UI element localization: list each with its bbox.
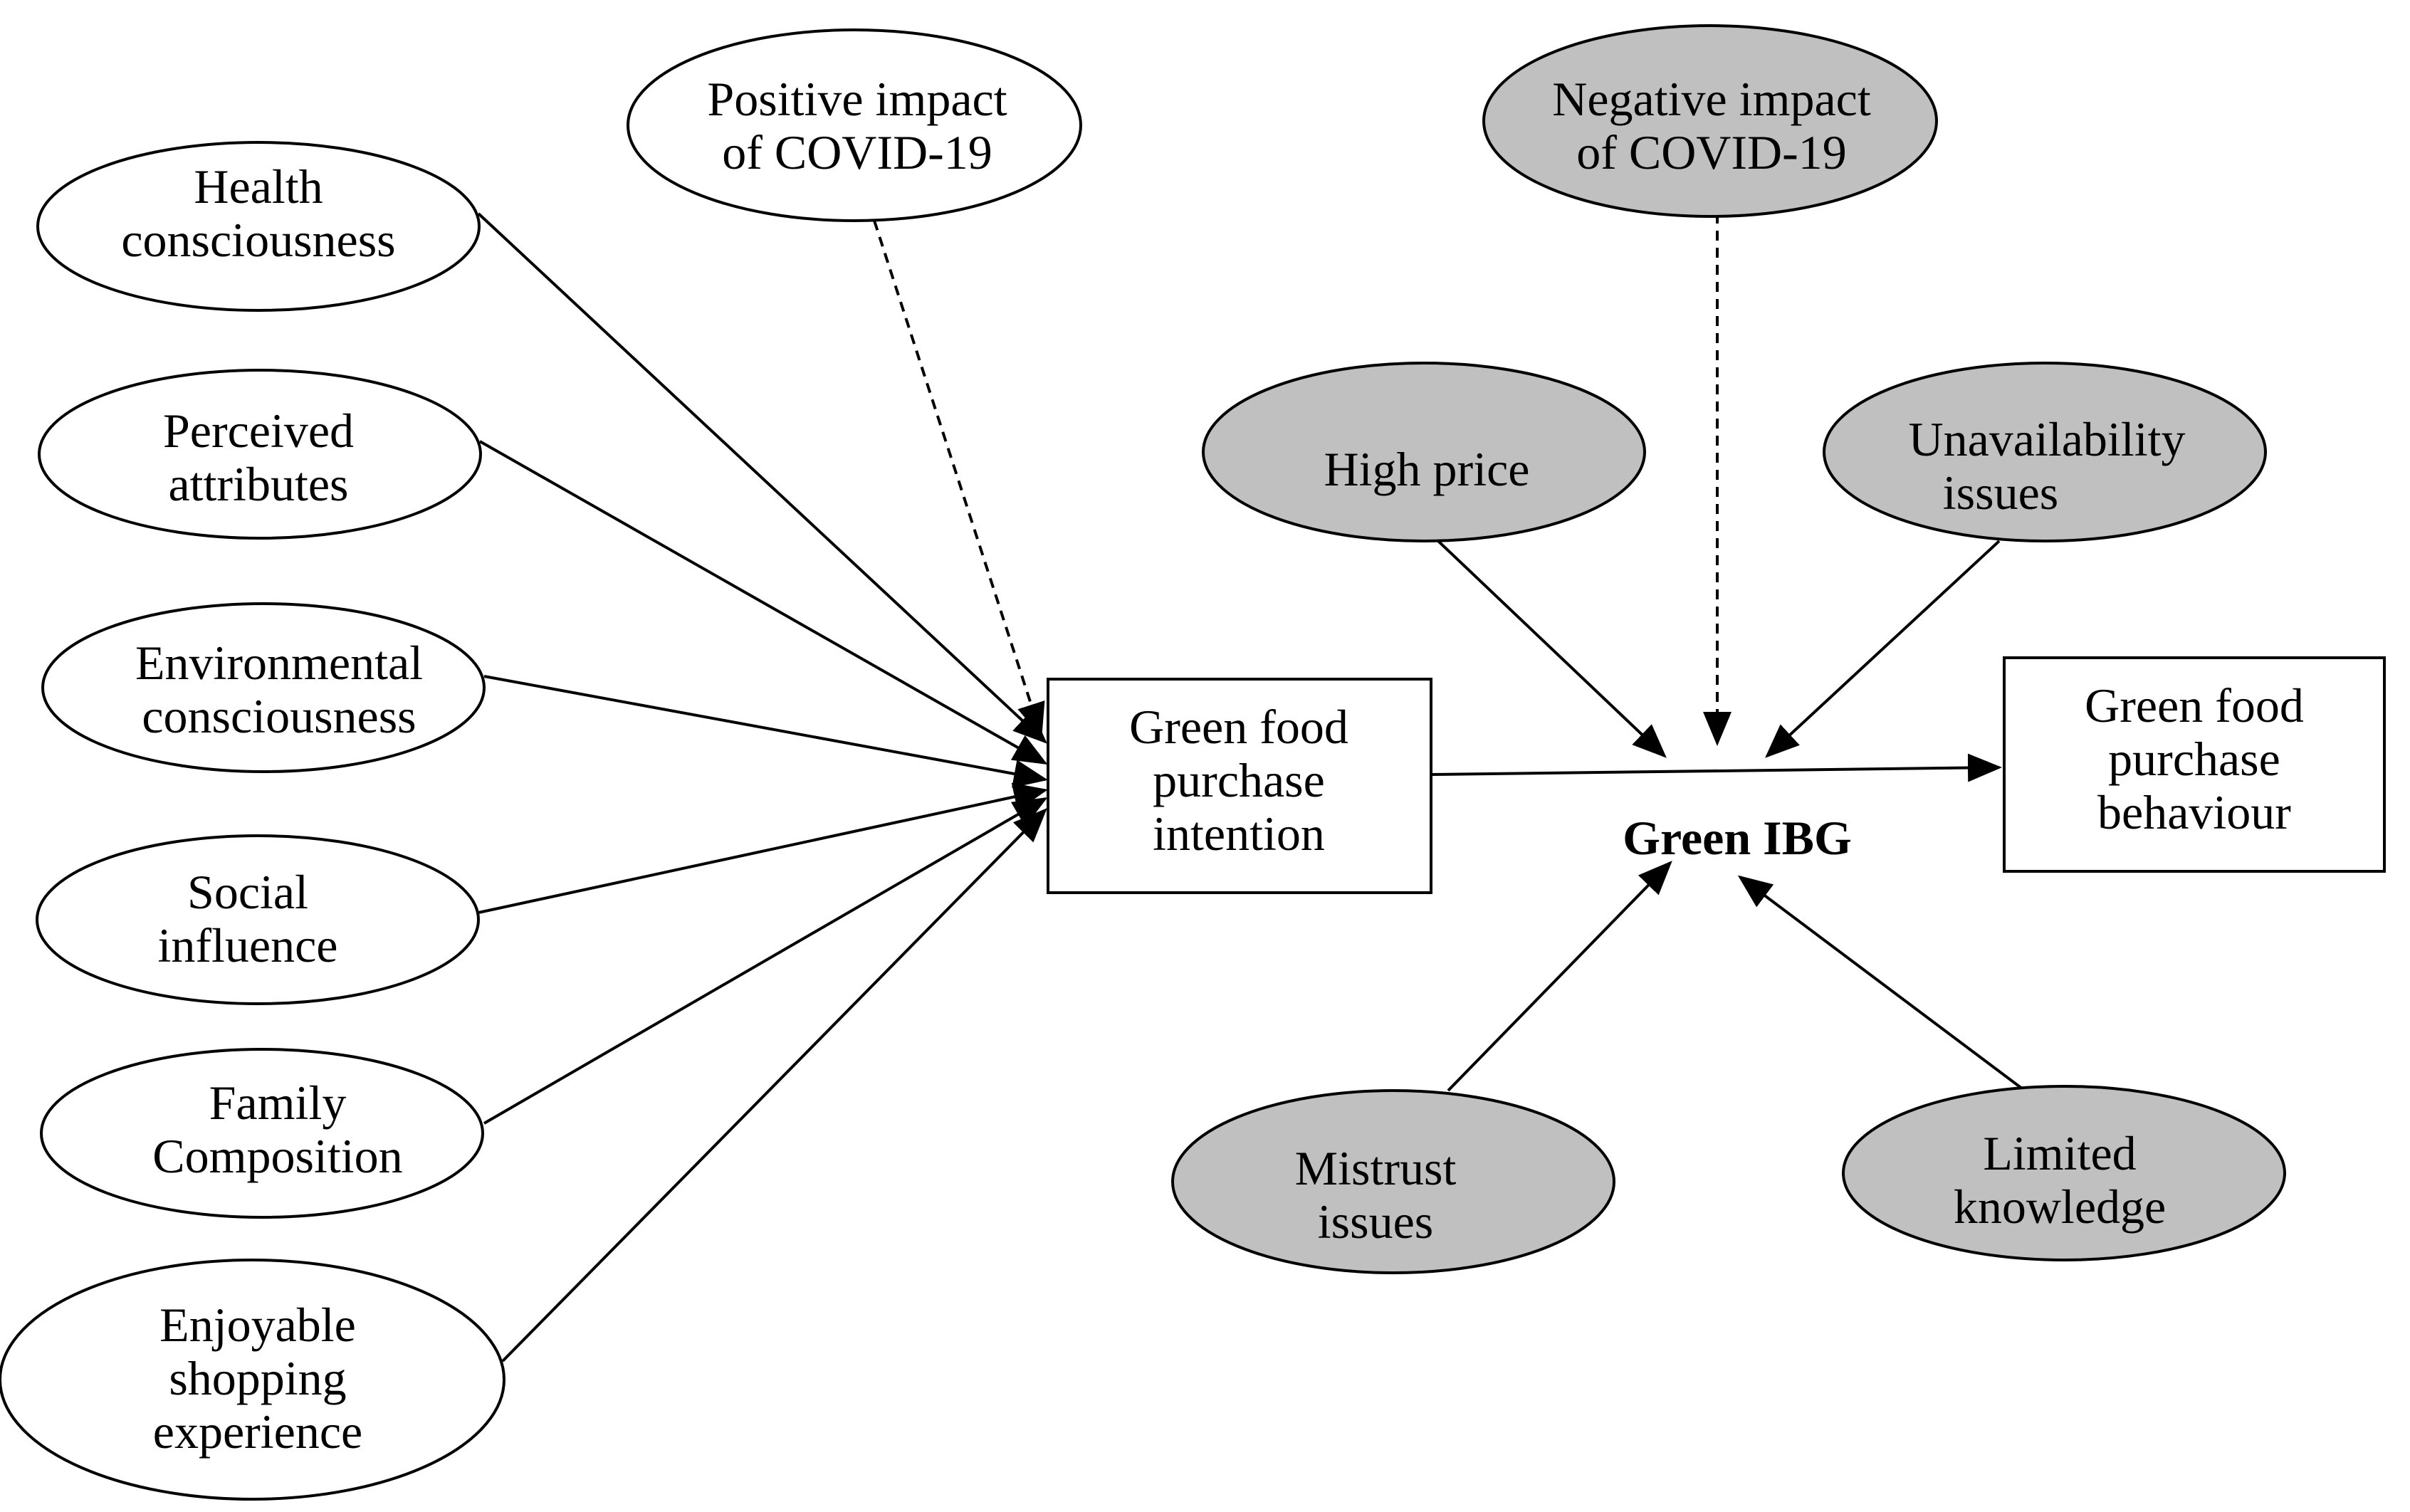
edge-intention-to-behaviour	[1430, 753, 2002, 782]
barrier-mistrust-label-2: issues	[1318, 1195, 1433, 1249]
driver-enjoyable-label-1: Enjoyable	[159, 1298, 356, 1352]
positive-covid-label-1: Positive impact	[707, 72, 1007, 126]
barrier-mistrust-node: Mistrust issues	[1171, 1089, 1615, 1274]
edge-positive-covid-to-intention	[873, 220, 1045, 737]
driver-family-label-1: Family	[209, 1076, 347, 1130]
barrier-limited-knowledge-label-2: knowledge	[1954, 1180, 2166, 1234]
edges	[477, 212, 2026, 1363]
driver-health-node: Health consciousness	[36, 141, 481, 312]
driver-perceived-node: Perceived attributes	[38, 369, 482, 540]
behaviour-label-2: purchase	[2108, 732, 2280, 786]
barrier-high-price-label: High price	[1324, 442, 1530, 496]
green-ibg-label: Green IBG	[1623, 811, 1852, 865]
edge-health-to-intention	[477, 212, 1047, 744]
negative-covid-node: Negative impact of COVID-19	[1482, 24, 1938, 218]
edge-limited-knowledge-to-gap	[1737, 875, 2026, 1092]
driver-enjoyable-node: Enjoyable shopping experience	[0, 1259, 505, 1501]
driver-social-node: Social influence	[36, 834, 480, 1005]
barrier-unavailability-node: Unavailability issues	[1823, 362, 2267, 542]
positive-covid-label-2: of COVID-19	[722, 125, 992, 179]
driver-social-label-1: Social	[187, 865, 308, 919]
behaviour-label-1: Green food	[2085, 678, 2304, 733]
driver-social-label-2: influence	[158, 918, 338, 972]
edge-family-to-intention	[483, 797, 1048, 1125]
driver-environmental-label-2: consciousness	[142, 689, 416, 743]
edge-unavailability-to-gap	[1765, 540, 2001, 758]
driver-health-label-1: Health	[194, 159, 323, 214]
intention-box-node: Green food purchase intention	[1047, 678, 1432, 894]
driver-perceived-label-1: Perceived	[163, 404, 354, 458]
behaviour-label-3: behaviour	[2097, 785, 2291, 839]
barrier-limited-knowledge-label-1: Limited	[1983, 1126, 2136, 1180]
negative-covid-label-2: of COVID-19	[1576, 125, 1847, 179]
edge-enjoyable-to-intention	[501, 808, 1047, 1363]
driver-health-label-2: consciousness	[121, 213, 395, 267]
driver-family-label-2: Composition	[152, 1129, 402, 1183]
driver-environmental-label-1: Environmental	[135, 636, 423, 690]
barrier-unavailability-label-2: issues	[1943, 466, 2058, 520]
intention-label-3: intention	[1153, 807, 1325, 861]
barrier-mistrust-label-1: Mistrust	[1295, 1141, 1457, 1195]
driver-family-node: Family Composition	[40, 1048, 484, 1219]
edge-social-to-intention	[478, 782, 1048, 914]
edge-environmental-to-intention	[483, 675, 1048, 788]
driver-enjoyable-label-2: shopping	[169, 1351, 346, 1405]
edge-mistrust-to-gap	[1447, 861, 1672, 1092]
driver-enjoyable-label-3: experience	[153, 1405, 362, 1459]
intention-label-2: purchase	[1153, 753, 1325, 807]
barrier-limited-knowledge-node: Limited knowledge	[1842, 1085, 2286, 1261]
negative-covid-label-1: Negative impact	[1552, 72, 1871, 126]
positive-covid-node: Positive impact of COVID-19	[627, 28, 1082, 222]
edge-high-price-to-gap	[1437, 540, 1667, 758]
barrier-unavailability-label-1: Unavailability	[1908, 412, 2185, 466]
intention-label-1: Green food	[1129, 700, 1348, 754]
barrier-high-price-node: High price	[1202, 362, 1646, 542]
driver-perceived-label-2: attributes	[168, 457, 348, 511]
driver-environmental-node: Environmental consciousness	[41, 602, 486, 773]
edge-perceived-to-intention	[479, 440, 1048, 765]
behaviour-box-node: Green food purchase behaviour	[2003, 656, 2386, 873]
